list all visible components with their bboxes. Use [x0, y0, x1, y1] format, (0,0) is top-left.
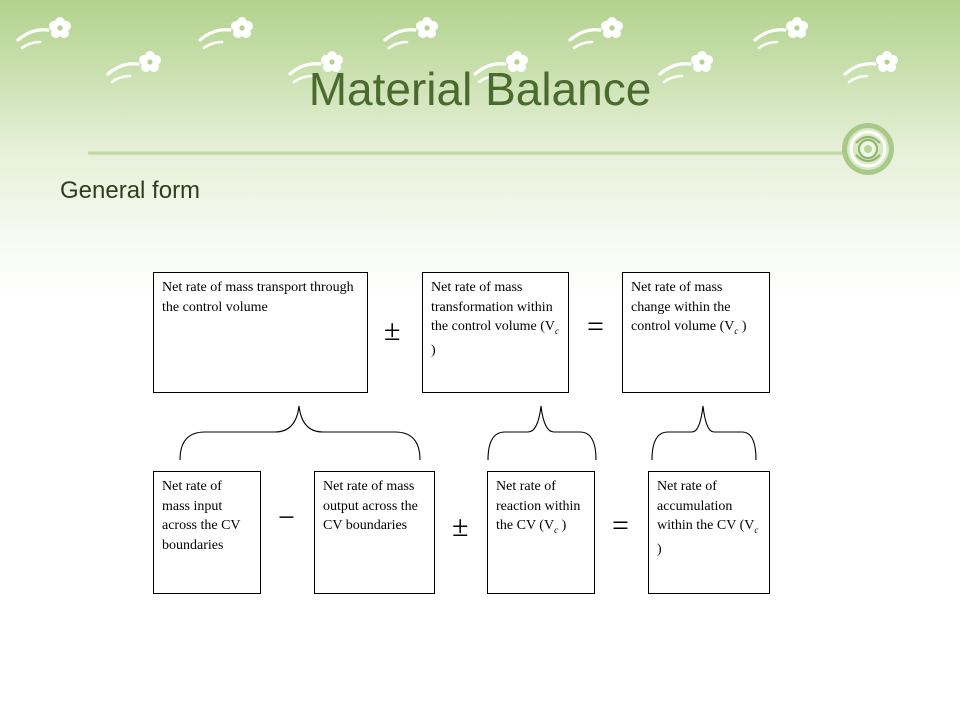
mass-transport-box: Net rate of mass transport through the c… — [153, 272, 368, 393]
accumulation-text: Net rate of accumulation within the CV (… — [657, 479, 759, 558]
mass-input-text: Net rate of mass input across the CV bou… — [162, 479, 241, 553]
mass-change-box: Net rate of mass change within the contr… — [622, 272, 770, 393]
vc-subscript: c — [554, 524, 559, 535]
reaction-text: Net rate of reaction within the CV (Vc ) — [496, 479, 581, 535]
brace-change — [651, 405, 757, 461]
bottom-plus-minus-operator: ± — [452, 510, 469, 543]
vc-subscript: c — [754, 524, 759, 535]
mass-output-box: Net rate of mass output across the CV bo… — [314, 471, 435, 594]
brace-transformation — [487, 405, 597, 461]
title-divider — [88, 150, 848, 156]
mass-change-text: Net rate of mass change within the contr… — [631, 280, 747, 336]
bottom-minus-operator: − — [278, 501, 295, 534]
slide-title: Material Balance — [308, 63, 652, 115]
bottom-equals-operator: = — [612, 509, 629, 542]
vc-subscript: c — [734, 325, 739, 336]
ring-emblem-icon — [842, 123, 894, 175]
mass-output-text: Net rate of mass output across the CV bo… — [323, 479, 418, 533]
accumulation-box: Net rate of accumulation within the CV (… — [648, 471, 770, 594]
mass-transformation-box: Net rate of mass transformation within t… — [422, 272, 569, 393]
vc-subscript: c — [555, 325, 560, 336]
top-equals-operator: = — [587, 310, 604, 343]
mass-transport-text: Net rate of mass transport through the c… — [162, 280, 354, 315]
top-plus-minus-operator: ± — [384, 314, 401, 347]
mass-input-box: Net rate of mass input across the CV bou… — [153, 471, 261, 594]
brace-transport — [179, 405, 421, 461]
reaction-box: Net rate of reaction within the CV (Vc ) — [487, 471, 595, 594]
section-subtitle: General form — [60, 177, 201, 204]
mass-transformation-text: Net rate of mass transformation within t… — [431, 280, 560, 359]
